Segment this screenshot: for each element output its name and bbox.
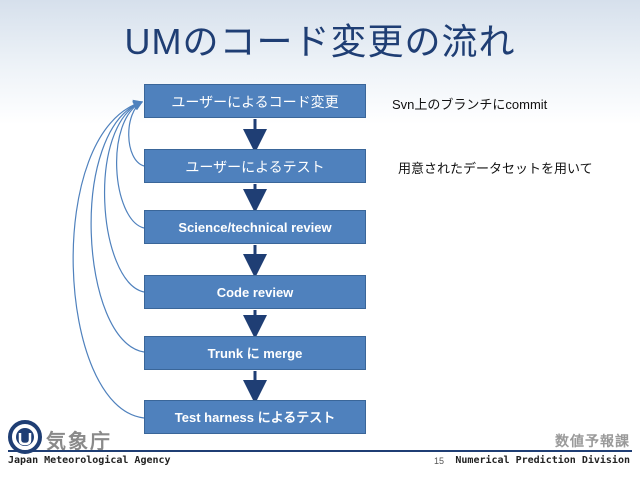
- org-name-jp: 気象庁: [46, 431, 112, 453]
- slide-title: UMのコード変更の流れ: [124, 21, 516, 62]
- org-name-en: Japan Meteorological Agency: [8, 455, 171, 466]
- feedback-arrow-from-science-review: [116, 101, 145, 229]
- division-name-jp: 数値予報課: [555, 433, 630, 449]
- step-user-test: ユーザーによるテスト: [144, 149, 366, 183]
- note-svn-commit: Svn上のブランチにcommit: [392, 97, 548, 112]
- note-dataset-test: 用意されたデータセットを用いて: [398, 161, 593, 176]
- page-number: 15: [434, 456, 445, 466]
- division-name-en: Numerical Prediction Division: [455, 455, 630, 466]
- step-trunk-merge: Trunk に merge: [144, 336, 366, 370]
- feedback-arrow-from-trunk-merge: [90, 100, 145, 353]
- step-test-harness: Test harness によるテスト: [144, 400, 366, 434]
- step-user-code-change: ユーザーによるコード変更: [144, 84, 366, 118]
- feedback-arrow-from-test-harness: [72, 99, 145, 419]
- feedback-arrow-from-code-review: [103, 100, 145, 293]
- footer-divider: [8, 450, 632, 452]
- step-science-technical-review: Science/technical review: [144, 210, 366, 244]
- step-code-review: Code review: [144, 275, 366, 309]
- jma-logo: [8, 420, 42, 454]
